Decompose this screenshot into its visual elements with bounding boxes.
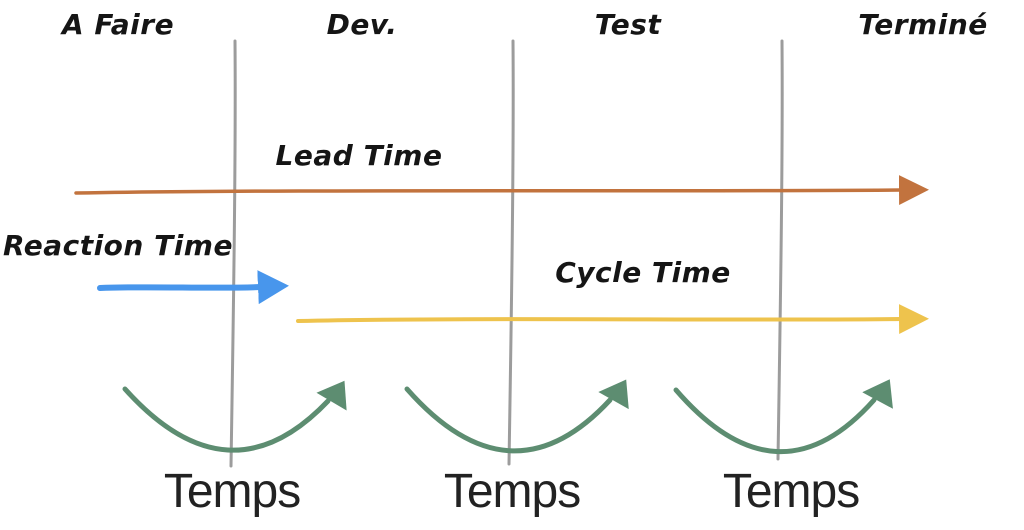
cycle-time-arrow <box>296 304 929 335</box>
column-label-dev: Dev. <box>326 8 398 41</box>
column-label-termine: Terminé <box>858 8 988 41</box>
column-divider-1 <box>229 39 237 468</box>
column-label-test: Test <box>594 8 662 41</box>
reaction-time-arrow <box>97 270 289 305</box>
time-axis-label-2: Temps <box>443 465 581 518</box>
column-divider-2 <box>507 39 515 466</box>
column-label-a-faire: A Faire <box>61 8 175 41</box>
time-arc-2 <box>404 379 629 454</box>
cycle-time-label: Cycle Time <box>555 256 731 289</box>
time-arc-1 <box>122 380 347 453</box>
lead-time-arrow <box>74 175 929 206</box>
lead-time-label: Lead Time <box>275 139 443 172</box>
time-arc-3 <box>673 379 893 455</box>
time-axis-label-1: Temps <box>163 465 301 518</box>
column-divider-3 <box>776 39 784 461</box>
time-axis-label-3: Temps <box>722 465 860 518</box>
reaction-time-label: Reaction Time <box>3 229 233 262</box>
